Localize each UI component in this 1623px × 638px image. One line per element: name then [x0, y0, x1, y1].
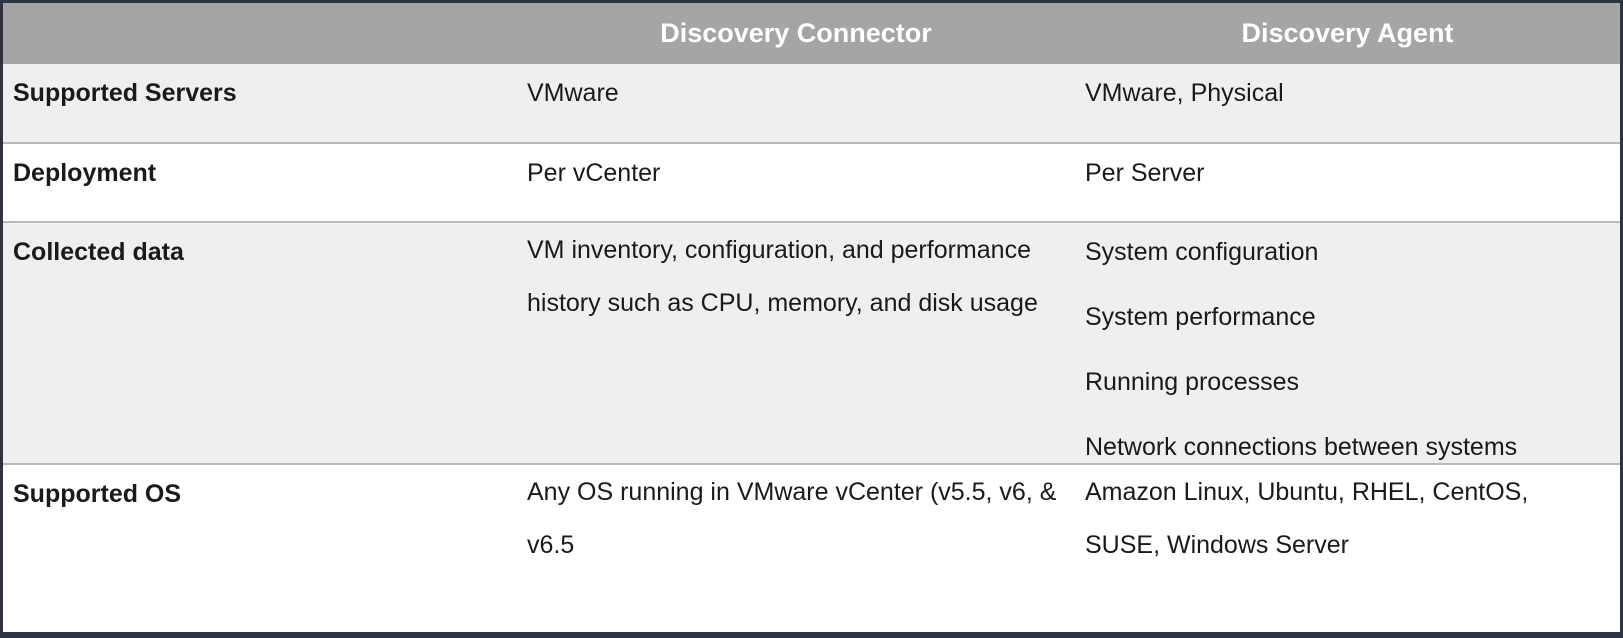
list-item: System performance [1085, 303, 1316, 331]
cell-text: VMware, Physical [1085, 79, 1284, 107]
table-row: Supported Servers VMware VMware, Physica… [3, 64, 1620, 143]
cell-text: Per Server [1085, 159, 1205, 187]
table-row: Deployment Per vCenter Per Server [3, 143, 1620, 222]
row-label-deployment: Deployment [13, 159, 157, 187]
header-empty [3, 3, 517, 64]
row-label-collected-data: Collected data [13, 238, 184, 266]
comparison-table: Discovery Connector Discovery Agent Supp… [3, 3, 1620, 632]
cell-text: Amazon Linux, Ubuntu, RHEL, CentOS, SUSE… [1085, 478, 1529, 559]
cell-text: VM inventory, configuration, and perform… [527, 236, 1038, 317]
cell-text: Any OS running in VMware vCenter (v5.5, … [527, 478, 1057, 559]
row-label-supported-servers: Supported Servers [13, 79, 237, 107]
header-discovery-agent: Discovery Agent [1241, 18, 1454, 48]
cell-connector-deployment: Per vCenter [517, 143, 1075, 222]
table-row: Collected data VM inventory, configurati… [3, 222, 1620, 464]
cell-text: VMware [527, 79, 619, 107]
cell-agent-collected-data: System configuration System performance … [1075, 222, 1620, 464]
cell-connector-supported-os: Any OS running in VMware vCenter (v5.5, … [517, 464, 1075, 632]
cell-agent-supported-servers: VMware, Physical [1075, 64, 1620, 143]
cell-agent-supported-os: Amazon Linux, Ubuntu, RHEL, CentOS, SUSE… [1075, 464, 1620, 632]
table-header-row: Discovery Connector Discovery Agent [3, 3, 1620, 64]
row-label-supported-os: Supported OS [13, 480, 182, 508]
cell-connector-supported-servers: VMware [517, 64, 1075, 143]
list-item: Network connections between systems [1085, 433, 1518, 461]
list-item: Running processes [1085, 368, 1300, 396]
cell-text: Per vCenter [527, 159, 661, 187]
cell-connector-collected-data: VM inventory, configuration, and perform… [517, 222, 1075, 464]
list-item: System configuration [1085, 238, 1319, 266]
cell-agent-deployment: Per Server [1075, 143, 1620, 222]
table-row: Supported OS Any OS running in VMware vC… [3, 464, 1620, 632]
header-discovery-connector: Discovery Connector [660, 18, 932, 48]
comparison-table-frame: Discovery Connector Discovery Agent Supp… [3, 3, 1620, 632]
